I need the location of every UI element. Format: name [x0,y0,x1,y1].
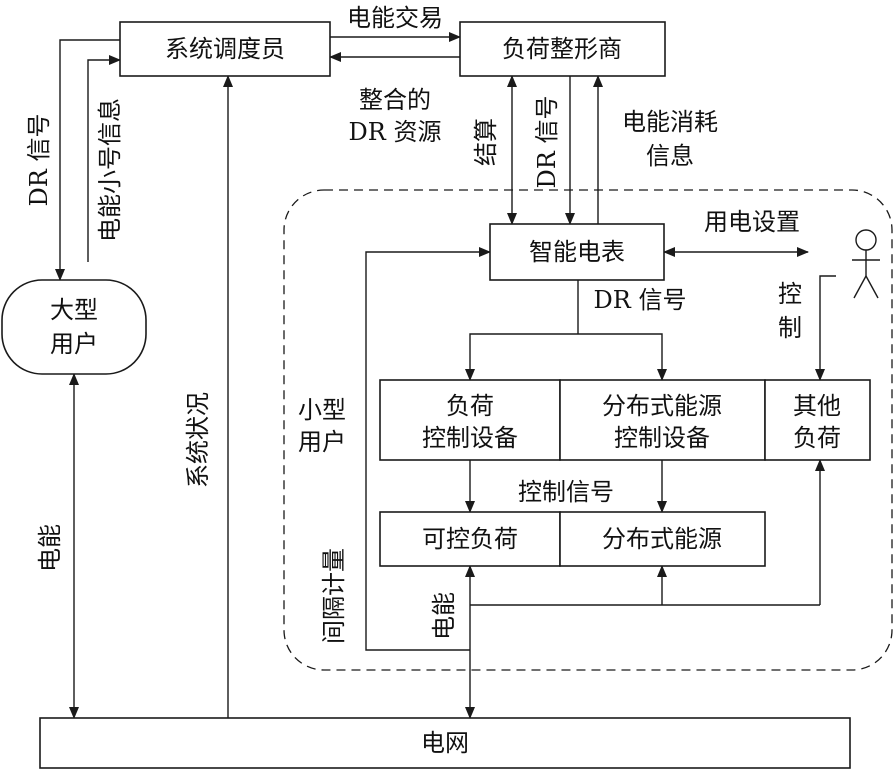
power-settings-label: 用电设置 [704,208,800,236]
other-load-label-2: 负荷 [793,424,841,452]
dr-signal-mid-label: DR 信号 [533,96,561,189]
small-energy-info-label: 电能小号信息 [96,98,124,242]
small-user-label-1: 小型 [298,396,346,424]
inner-energy-label: 电能 [430,592,458,640]
controllable-load-box [379,511,561,567]
der-label: 分布式能源 [602,525,722,553]
user-person-icon [852,229,880,299]
large-user-box [1,279,147,375]
grid-label: 电网 [421,729,469,757]
dr-signal-left-label: DR 信号 [25,114,53,207]
der-control-box [559,379,766,461]
other-load-box [764,379,871,461]
smart-meter-box [489,223,665,281]
system-status-label: 系统状况 [184,392,212,488]
dispatcher-box [119,21,331,77]
interval-metering-arrow [365,247,491,651]
aggregator-box [459,21,666,77]
integrated-dr-label-2: DR 资源 [349,118,442,146]
dispatcher-label: 系统调度员 [165,35,285,63]
grid-box [39,717,851,769]
settlement-label: 结算 [472,118,500,166]
der-box [559,511,766,567]
control-label-2: 制 [778,314,802,342]
integrated-dr-label-1: 整合的 [359,86,431,114]
control-label-1: 控 [778,280,802,308]
consumption-info-label-1: 电能消耗 [622,108,718,136]
der-control-label-2: 控制设备 [614,424,710,452]
large-user-energy-label: 电能 [36,524,64,572]
control-signal-label: 控制信号 [518,478,614,506]
large-user-label-1: 大型 [50,296,98,324]
meter-dr-branch-left [465,333,578,381]
load-control-label-1: 负荷 [446,392,494,420]
small-energy-info-arrow [87,55,121,262]
meter-dr-signal-label: DR 信号 [594,286,687,314]
meter-dr-branch-right [578,333,667,381]
der-control-label-1: 分布式能源 [602,392,722,420]
interval-metering-label: 间隔计量 [320,548,348,644]
control-arrow [815,275,836,381]
large-user-label-2: 用户 [50,330,98,358]
aggregator-label: 负荷整形商 [502,35,622,63]
controllable-load-label: 可控负荷 [422,525,518,553]
small-user-label-2: 用户 [298,428,346,456]
other-load-label-1: 其他 [793,392,841,420]
dr-signal-left-arrow [55,39,120,281]
small-user-boundary [283,189,893,671]
load-control-label-2: 控制设备 [422,424,518,452]
energy-trade-label: 电能交易 [347,4,443,32]
smart-meter-label: 智能电表 [529,238,625,266]
consumption-info-label-2: 信息 [646,142,694,170]
